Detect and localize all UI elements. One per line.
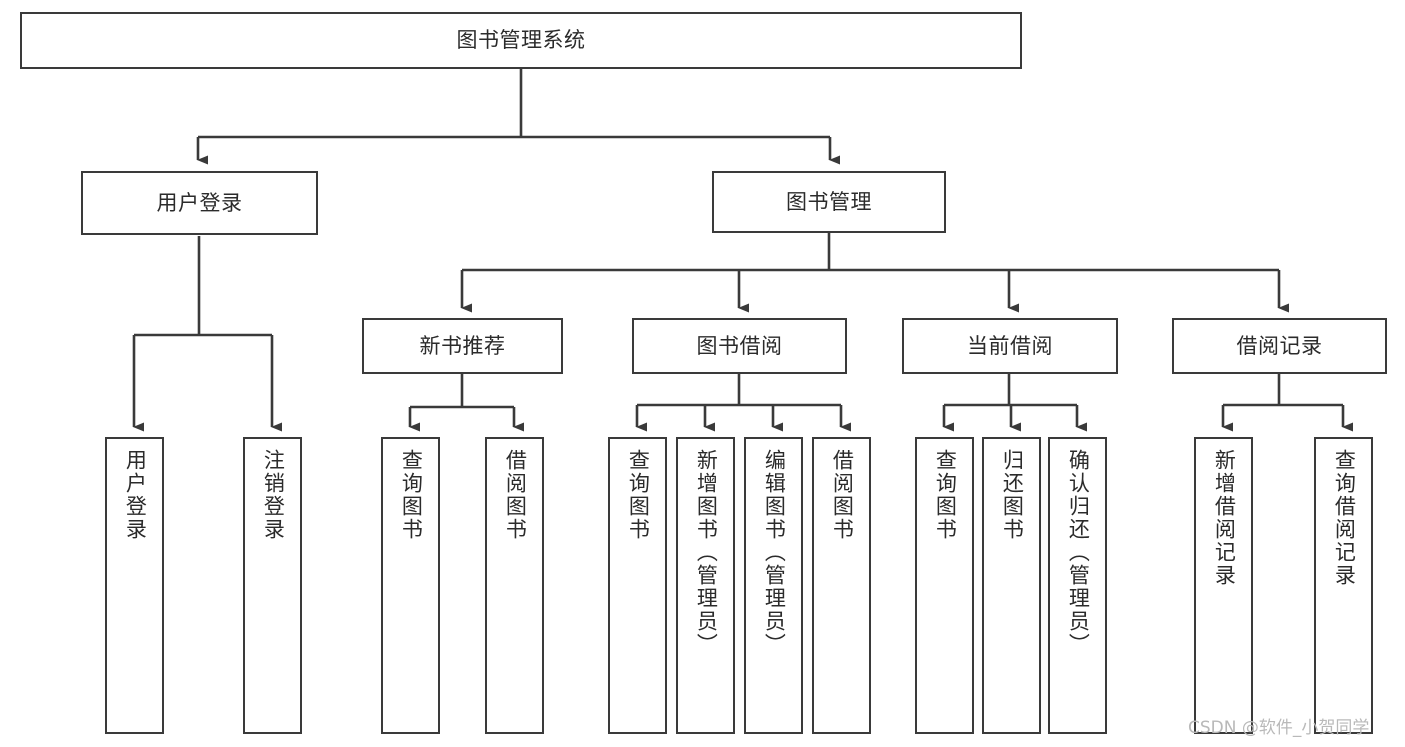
leaf-current-borrow-confirm-return-admin[interactable]: 确认归还（管理员） [1048,437,1107,734]
node-book-management[interactable]: 图书管理 [712,171,946,233]
leaf-label: 新增借阅记录 [1212,449,1237,587]
node-current-borrow-label: 当前借阅 [967,333,1053,358]
leaf-user-login-logout[interactable]: 注销登录 [243,437,302,734]
node-root-label: 图书管理系统 [456,28,586,53]
leaf-book-borrow-edit-book-admin[interactable]: 编辑图书（管理员） [744,437,803,734]
csdn-watermark: CSDN @软件_小贺同学 [1188,718,1370,738]
leaf-label: 查询图书 [399,449,424,541]
leaf-label: 查询借阅记录 [1332,449,1357,587]
node-user-login-label: 用户登录 [156,190,243,215]
node-borrow-record-label: 借阅记录 [1236,333,1323,358]
leaf-book-borrow-borrow-book[interactable]: 借阅图书 [812,437,871,734]
leaf-label: 借阅图书 [830,449,855,541]
node-book-borrow[interactable]: 图书借阅 [632,318,847,374]
leaf-label: 用户登录 [123,449,148,541]
leaf-new-book-query-book[interactable]: 查询图书 [381,437,440,734]
node-current-borrow[interactable]: 当前借阅 [902,318,1118,374]
leaf-current-borrow-return-book[interactable]: 归还图书 [982,437,1041,734]
leaf-current-borrow-query-book[interactable]: 查询图书 [915,437,974,734]
leaf-book-borrow-add-book-admin[interactable]: 新增图书（管理员） [676,437,735,734]
leaf-book-borrow-query-book[interactable]: 查询图书 [608,437,667,734]
node-user-login[interactable]: 用户登录 [81,171,318,235]
leaf-label: 确认归还（管理员） [1066,449,1091,656]
node-borrow-record[interactable]: 借阅记录 [1172,318,1387,374]
leaf-label: 借阅图书 [503,449,528,541]
leaf-label: 注销登录 [261,449,286,541]
leaf-borrow-record-query-record[interactable]: 查询借阅记录 [1314,437,1373,734]
leaf-label: 编辑图书（管理员） [762,449,787,656]
leaf-borrow-record-add-record[interactable]: 新增借阅记录 [1194,437,1253,734]
leaf-user-login-login[interactable]: 用户登录 [105,437,164,734]
node-new-book-recommend-label: 新书推荐 [419,333,506,358]
leaf-new-book-borrow-book[interactable]: 借阅图书 [485,437,544,734]
node-book-management-label: 图书管理 [786,189,872,214]
leaf-label: 归还图书 [1000,449,1025,541]
node-book-borrow-label: 图书借阅 [696,333,783,358]
node-new-book-recommend[interactable]: 新书推荐 [362,318,563,374]
node-root-book-management-system[interactable]: 图书管理系统 [20,12,1022,69]
leaf-label: 新增图书（管理员） [694,449,719,656]
leaf-label: 查询图书 [626,449,651,541]
leaf-label: 查询图书 [933,449,958,541]
